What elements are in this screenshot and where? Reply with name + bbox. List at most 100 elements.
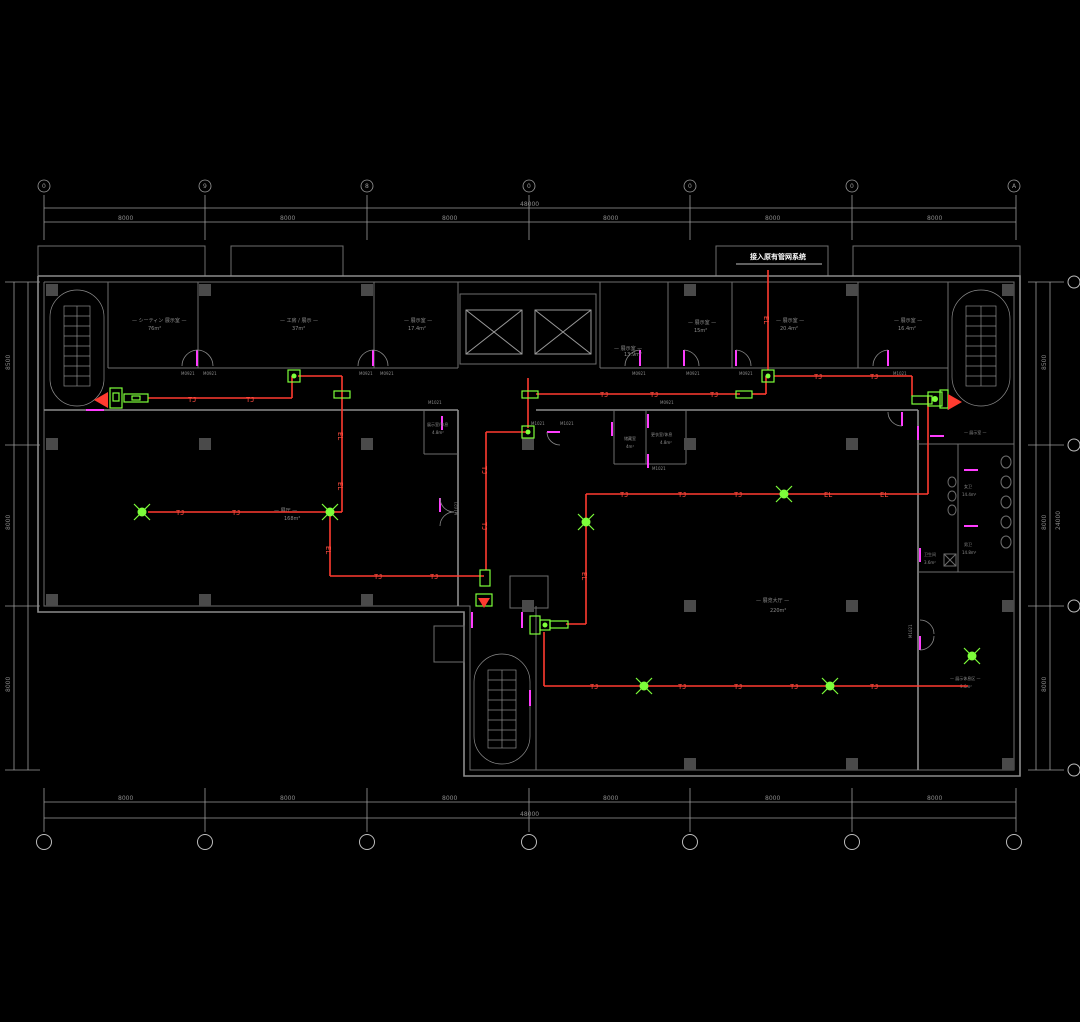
cable-label: TJ bbox=[678, 683, 686, 691]
cable-label: TJ bbox=[814, 373, 822, 381]
grid-label: 9 bbox=[203, 183, 207, 190]
right-bay-dimension: 8500 bbox=[1041, 355, 1048, 370]
door-tag: M0921 bbox=[739, 371, 753, 376]
bottom-bay-dimension: 8000 bbox=[927, 795, 942, 802]
room-area: 13.9m² bbox=[624, 352, 642, 358]
room-name: — 展示室 — bbox=[688, 319, 716, 326]
door-tags: M0921 M0921 M0921 M0921 M0921 M0921 M092… bbox=[181, 371, 913, 638]
connection-note: 接入原有管网系统 bbox=[736, 252, 822, 265]
riser-label: EL bbox=[336, 432, 344, 440]
junction-box-icon bbox=[521, 390, 539, 399]
staircase-icon bbox=[951, 289, 1011, 407]
door-tag: M0921 bbox=[359, 371, 373, 376]
junction-box-icon bbox=[333, 390, 351, 399]
room-name: — 展览大厅 — bbox=[756, 597, 789, 604]
junction-box-icon bbox=[735, 390, 753, 399]
room-area: 14.4m² bbox=[962, 492, 977, 497]
grid-label: 0 bbox=[850, 183, 854, 190]
cable-label: TJ bbox=[430, 573, 438, 581]
cable-label: TJ bbox=[246, 396, 254, 404]
junction-box-icon bbox=[287, 369, 301, 383]
top-total-dimension: 48000 bbox=[520, 201, 539, 208]
riser-label: EL bbox=[880, 491, 888, 499]
junction-box-icon bbox=[529, 615, 541, 635]
doors bbox=[86, 349, 978, 706]
cable-label: TJ bbox=[188, 396, 196, 404]
cable-label: TJ bbox=[374, 573, 382, 581]
right-total-dimension: 24000 bbox=[1055, 511, 1062, 530]
bottom-bay-dimension: 8000 bbox=[765, 795, 780, 802]
door-tag: M0921 bbox=[181, 371, 195, 376]
junction-box-icon bbox=[479, 569, 491, 587]
door-tag: M1021 bbox=[560, 421, 574, 426]
bottom-dimension-chain: 8000 8000 8000 8000 8000 8000 48000 bbox=[43, 788, 1017, 832]
riser-label: EL bbox=[824, 491, 832, 499]
right-dimension-chain: 8500 8000 8000 24000 bbox=[1028, 275, 1080, 777]
top-bay-dimension: 8000 bbox=[765, 215, 780, 222]
junction-box-icon bbox=[123, 393, 149, 403]
junction-box-icon bbox=[539, 619, 551, 631]
top-bay-dimension: 8000 bbox=[442, 215, 457, 222]
cable-label: TJ bbox=[710, 391, 718, 399]
right-bay-dimension: 8000 bbox=[1041, 677, 1048, 692]
cable-label: TJ bbox=[678, 491, 686, 499]
cable-label: TJ bbox=[734, 491, 742, 499]
bottom-bay-dimension: 8000 bbox=[603, 795, 618, 802]
room-area: 20.4m² bbox=[780, 326, 798, 332]
room-name: 男卫 bbox=[964, 542, 972, 547]
cable-label: TJ bbox=[176, 509, 184, 517]
junction-box-icon bbox=[761, 369, 775, 383]
cable-label: TJ bbox=[590, 683, 598, 691]
room-name: 储藏室 bbox=[624, 435, 636, 441]
room-name: — 展示室 — bbox=[614, 345, 642, 352]
cable-label: TJ bbox=[620, 491, 628, 499]
room-area: 15m² bbox=[694, 328, 707, 334]
riser-label: EL bbox=[324, 546, 332, 554]
room-name: — シーティン 展示室 — bbox=[132, 317, 186, 324]
junction-box-icon bbox=[911, 395, 933, 405]
room-area: 168m² bbox=[284, 516, 300, 522]
right-bay-dimension: 8000 bbox=[1041, 515, 1048, 530]
fire-alarm-device-icon bbox=[133, 503, 151, 521]
left-bay-dimension: 8500 bbox=[5, 355, 12, 370]
cable-label: TJ bbox=[790, 683, 798, 691]
bottom-bay-dimension: 8000 bbox=[280, 795, 295, 802]
door-tag: M0921 bbox=[203, 371, 217, 376]
left-bay-dimension: 8000 bbox=[5, 515, 12, 530]
cable-label: TJ bbox=[650, 391, 658, 399]
fire-alarm-devices bbox=[109, 369, 981, 695]
interior-walls bbox=[44, 282, 1014, 770]
fire-alarm-device-icon bbox=[775, 485, 793, 503]
fire-alarm-device-icon bbox=[821, 677, 839, 695]
connection-note-label: 接入原有管网系统 bbox=[750, 252, 806, 261]
room-name: — 工房 / 展示 — bbox=[280, 317, 318, 324]
door-tag: M0921 bbox=[660, 400, 674, 405]
staircase-icon bbox=[49, 289, 105, 407]
room-area: 4.8m² bbox=[432, 430, 444, 435]
fire-alarm-device-icon bbox=[577, 513, 595, 531]
grid-label: 0 bbox=[688, 183, 692, 190]
left-dimension-chain: 8500 8000 8000 bbox=[5, 281, 40, 771]
cable-label: TJ bbox=[870, 373, 878, 381]
room-area: 3.6m² bbox=[924, 560, 936, 565]
room-name: — 展示室 — bbox=[964, 429, 987, 435]
junction-box-icon bbox=[521, 425, 535, 439]
bottom-bay-dimension: 8000 bbox=[118, 795, 133, 802]
room-area: 14.8m² bbox=[962, 550, 977, 555]
junction-box-icon bbox=[939, 389, 949, 409]
room-area: 4m² bbox=[626, 444, 634, 449]
room-name: 卫生间 bbox=[924, 551, 936, 557]
structural-columns bbox=[46, 284, 1014, 770]
grid-label: A bbox=[1012, 183, 1017, 190]
cable-label: TJ bbox=[480, 466, 488, 474]
room-name: 展示室/休息 bbox=[427, 421, 448, 427]
cable-label: TJ bbox=[480, 522, 488, 530]
door-tag: M0921 bbox=[632, 371, 646, 376]
top-grid-bubbles: 0 9 8 0 0 0 A bbox=[37, 179, 1021, 193]
door-tag: M1021 bbox=[428, 400, 442, 405]
fire-alarm-device-icon bbox=[635, 677, 653, 695]
cable-label: TJ bbox=[232, 509, 240, 517]
room-name: — 展示室 — bbox=[894, 317, 922, 324]
bottom-bay-dimension: 8000 bbox=[442, 795, 457, 802]
